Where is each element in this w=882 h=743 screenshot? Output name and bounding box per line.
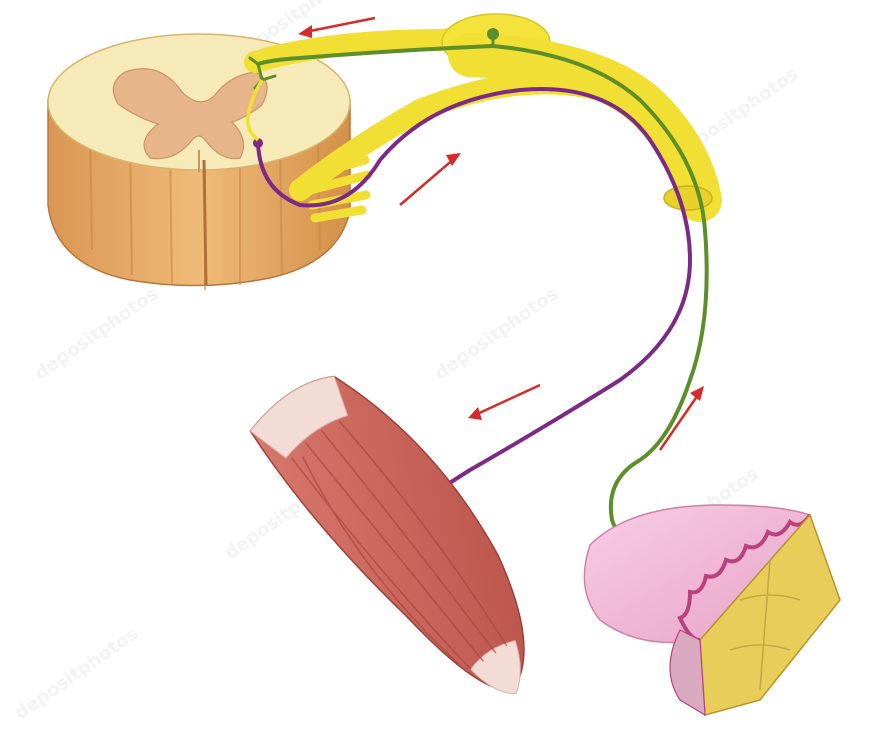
skin-section (584, 505, 840, 715)
watermark-text: depositphotos (31, 283, 162, 384)
spinal-cord-section (48, 34, 350, 290)
skeletal-muscle (245, 345, 568, 737)
watermark-text: depositphotos (431, 283, 562, 384)
arrow-icon (660, 386, 704, 450)
arrow-icon (400, 153, 461, 205)
watermark-text: depositphotos (11, 623, 142, 724)
arrow-icon (468, 385, 540, 420)
